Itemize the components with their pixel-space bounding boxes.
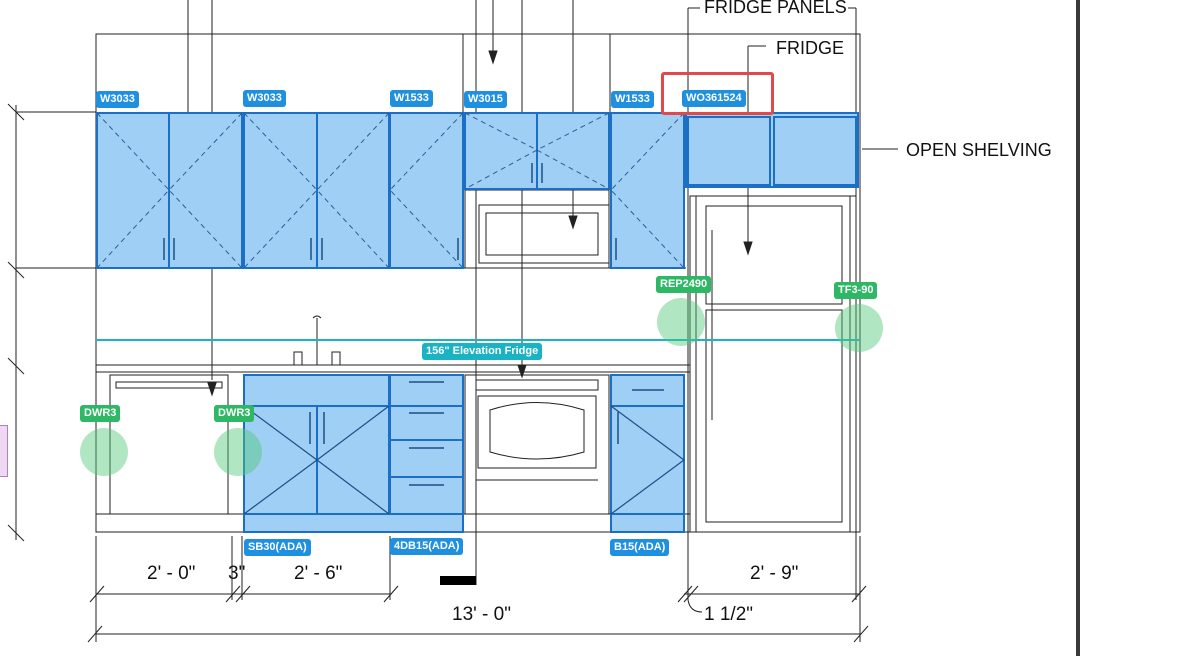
dimension-fridge-width: 2' - 9" bbox=[750, 563, 799, 584]
filler-marker-tf3-90[interactable] bbox=[835, 304, 883, 352]
callout-fridge-panels: FRIDGE PANELS bbox=[704, 0, 847, 17]
panel-divider[interactable] bbox=[1076, 0, 1081, 656]
filler-tag-dwr3-1[interactable]: DWR3 bbox=[80, 405, 121, 422]
dimension-panel-thickness: 1 1/2" bbox=[704, 604, 754, 625]
dimension-filler-width: 3" bbox=[228, 563, 246, 584]
side-marker bbox=[0, 425, 8, 477]
filler-tag-rep2490[interactable]: REP2490 bbox=[656, 276, 712, 293]
drawing-canvas[interactable]: W3033 W3033 W1533 W3015 W1533 WO361524 S… bbox=[0, 0, 1080, 656]
cabinet-tag-w1533-2[interactable]: W1533 bbox=[611, 91, 654, 108]
dimension-sink-base-width: 2' - 6" bbox=[294, 563, 343, 584]
elevation-drawing bbox=[7, 0, 898, 643]
cabinet-tag-sb30[interactable]: SB30(ADA) bbox=[244, 539, 311, 556]
cabinet-tag-w3015[interactable]: W3015 bbox=[464, 91, 507, 108]
filler-tag-dwr3-2[interactable]: DWR3 bbox=[214, 405, 255, 422]
selection-highlight bbox=[661, 72, 774, 115]
callout-fridge: FRIDGE bbox=[776, 38, 845, 58]
elevation-line-label[interactable]: 156" Elevation Fridge bbox=[422, 343, 543, 360]
filler-tag-tf3-90[interactable]: TF3-90 bbox=[834, 282, 878, 299]
cabinet-tag-4db15[interactable]: 4DB15(ADA) bbox=[390, 538, 464, 555]
dimension-dishwasher-width: 2' - 0" bbox=[147, 563, 196, 584]
filler-marker-dwr3-1[interactable] bbox=[80, 428, 128, 476]
cabinet-tag-w3033-2[interactable]: W3033 bbox=[243, 90, 286, 107]
callout-open-shelving: OPEN SHELVING bbox=[906, 140, 1052, 160]
filler-marker-dwr3-2[interactable] bbox=[214, 428, 262, 476]
filler-marker-rep2490[interactable] bbox=[657, 298, 705, 346]
cabinet-tag-w3033-1[interactable]: W3033 bbox=[96, 91, 139, 108]
cabinet-tag-b15[interactable]: B15(ADA) bbox=[610, 539, 670, 556]
dimension-total-width: 13' - 0" bbox=[452, 604, 511, 625]
side-panel bbox=[1080, 0, 1197, 656]
cabinet-tag-wo361524[interactable]: WO361524 bbox=[682, 90, 746, 107]
cabinet-tag-w1533-1[interactable]: W1533 bbox=[390, 90, 433, 107]
